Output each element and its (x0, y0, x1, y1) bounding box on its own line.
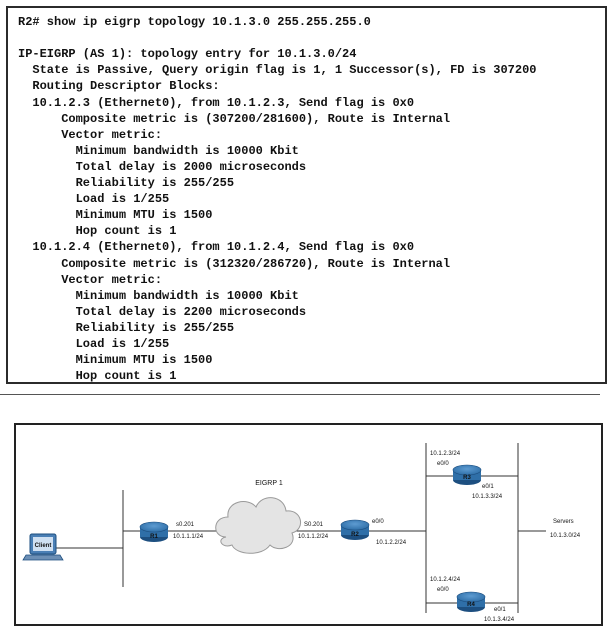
r4-lan-ip-label: 10.1.2.4/24 (430, 577, 461, 583)
r1-ip-label: 10.1.1.1/24 (173, 534, 204, 540)
r3-name: R3 (463, 475, 471, 481)
servers-label: Servers (553, 519, 574, 525)
r2-serial-ip-label: 10.1.1.2/24 (298, 534, 329, 540)
r2-eth-ip-label: 10.1.2.2/24 (376, 540, 407, 546)
r3-srv-iface-label: e0/1 (482, 484, 494, 490)
terminal-line: Load is 1/255 (18, 337, 170, 351)
terminal-line: Total delay is 2000 microseconds (18, 159, 307, 174)
terminal-line: 10.1.2.4 (Ethernet0), from 10.1.2.4, Sen… (18, 240, 415, 255)
terminal-line: Routing Descriptor Blocks: (18, 79, 220, 94)
r4-lan-iface-label: e0/0 (437, 587, 449, 593)
terminal-line: Composite metric is (312320/286720), Rou… (18, 256, 451, 271)
terminal-line: 10.1.2.3 (Ethernet0), from 10.1.2.3, Sen… (18, 95, 415, 110)
r2-name: R2 (351, 532, 359, 538)
terminal-line: Composite metric is (307200/281600), Rou… (18, 111, 451, 126)
r1-name: R1 (150, 534, 158, 540)
client-laptop-icon: Client (22, 533, 64, 561)
terminal-line: Vector metric: (18, 272, 163, 287)
links (48, 443, 546, 613)
terminal-line: Hop count is 1 (18, 369, 177, 384)
r4-name: R4 (467, 602, 475, 608)
terminal-line: R2# show ip eigrp topology 10.1.3.0 255.… (18, 15, 371, 29)
r3-lan-ip-label: 10.1.2.3/24 (430, 451, 461, 457)
network-diagram: Client EIGRP 1 R1 s0.201 10.1.1.1/24 R2 … (14, 423, 603, 626)
terminal-line: Total delay is 2200 microseconds (18, 304, 307, 319)
router-r4-icon: R4 (456, 591, 486, 612)
terminal-line: Hop count is 1 (18, 224, 177, 239)
router-r1-icon: R1 (139, 521, 169, 542)
r4-srv-ip-label: 10.1.3.4/24 (484, 617, 515, 623)
show-command-output: R2# show ip eigrp topology 10.1.3.0 255.… (6, 6, 607, 384)
router-r3-icon: R3 (452, 464, 482, 485)
terminal-line: Minimum bandwidth is 10000 Kbit (18, 143, 299, 158)
r2-eth-iface-label: e0/0 (372, 519, 384, 525)
client-label: Client (35, 543, 52, 549)
router-r2-icon: R2 (340, 519, 370, 540)
terminal-line: State is Passive, Query origin flag is 1… (18, 63, 537, 78)
terminal-line: Minimum bandwidth is 10000 Kbit (18, 288, 299, 303)
r1-iface-label: s0.201 (176, 522, 195, 528)
r4-srv-iface-label: e0/1 (494, 607, 506, 613)
r3-lan-iface-label: e0/0 (437, 461, 449, 467)
eigrp-cloud: EIGRP 1 (215, 480, 301, 554)
cloud-label: EIGRP 1 (255, 480, 283, 487)
terminal-line: Reliability is 255/255 (18, 320, 235, 335)
separator-line (0, 394, 600, 395)
r3-srv-ip-label: 10.1.3.3/24 (472, 494, 503, 500)
terminal-line: Load is 1/255 (18, 192, 170, 207)
terminal-line: Minimum MTU is 1500 (18, 208, 213, 223)
terminal-line: Reliability is 255/255 (18, 176, 235, 190)
terminal-line: IP-EIGRP (AS 1): topology entry for 10.1… (18, 47, 357, 62)
terminal-line: Vector metric: (18, 127, 163, 142)
r2-serial-iface-label: S0.201 (304, 522, 324, 528)
network-diagram-svg: Client EIGRP 1 R1 s0.201 10.1.1.1/24 R2 … (22, 443, 581, 623)
servers-net-label: 10.1.3.0/24 (550, 533, 581, 539)
terminal-line: Minimum MTU is 1500 (18, 353, 213, 368)
